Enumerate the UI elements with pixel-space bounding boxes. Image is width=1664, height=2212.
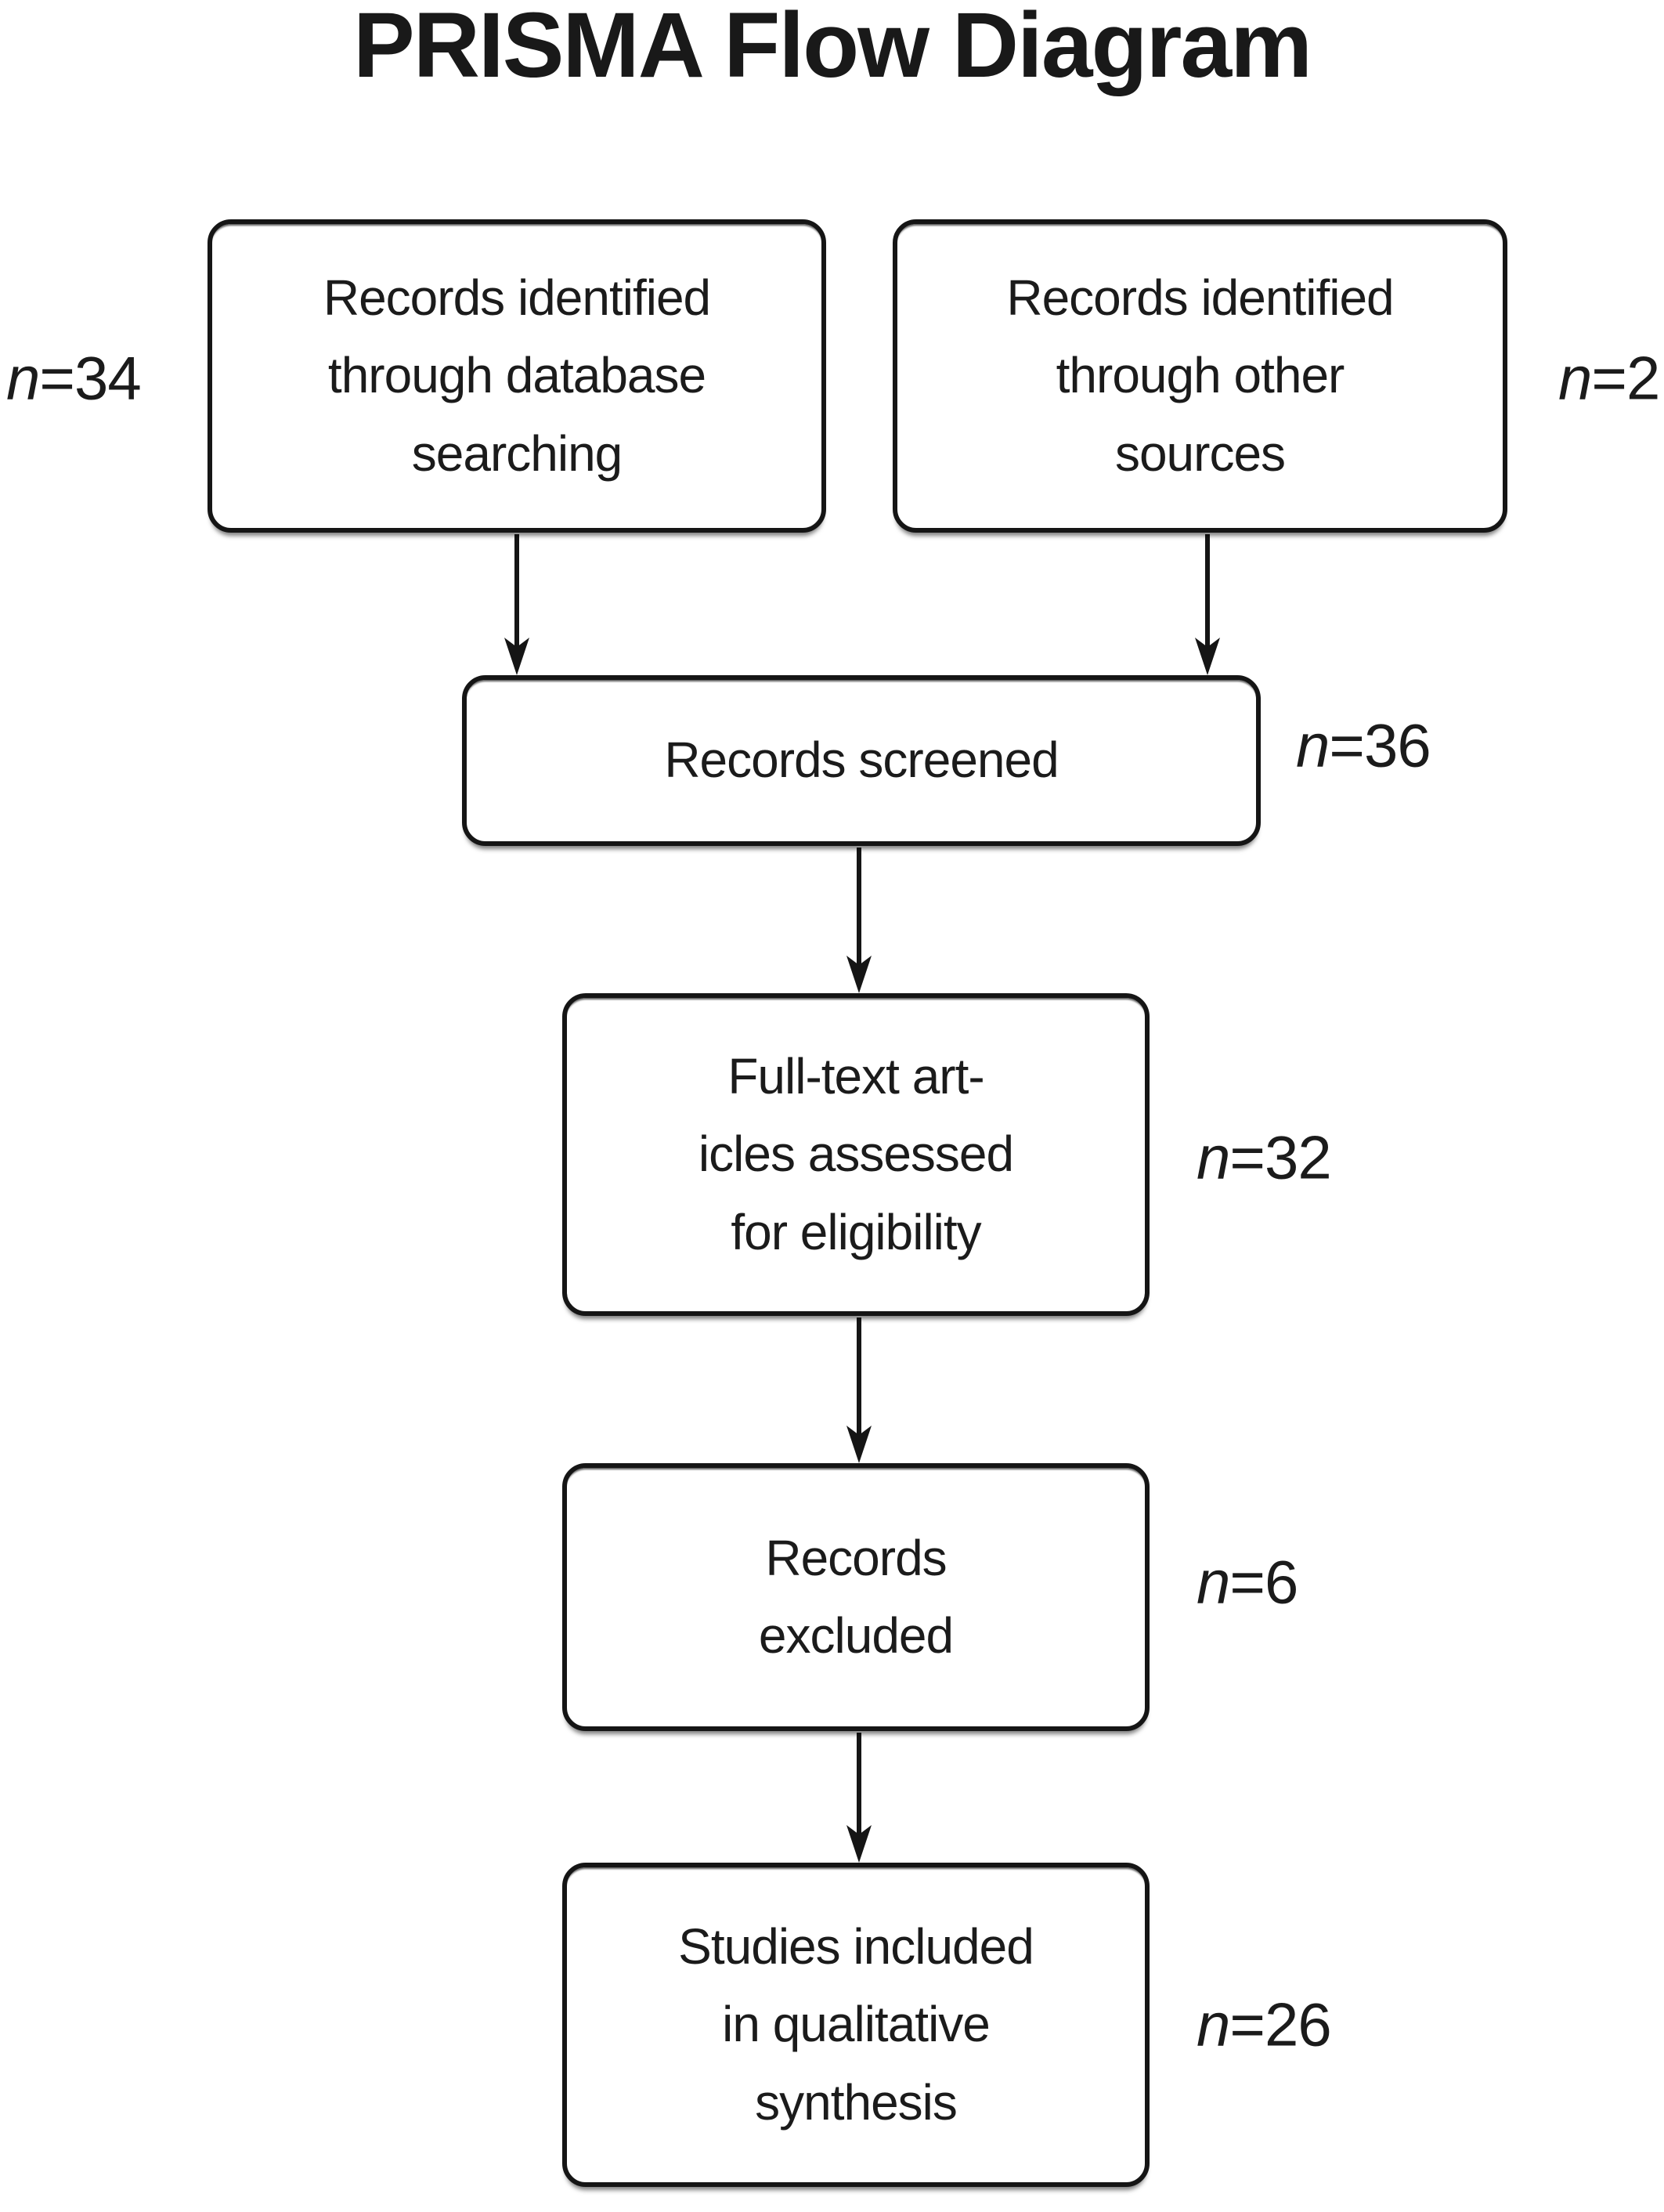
count-value: =34: [39, 343, 141, 413]
node-label: Full-text art- icles assessed for eligib…: [698, 1048, 1014, 1260]
node-label: Records identified through other sources: [1006, 269, 1394, 482]
count-value: =36: [1329, 710, 1431, 780]
count-label-records-screened: n=36: [1296, 710, 1431, 782]
flow-arrow: [504, 534, 529, 675]
flow-arrow: [1195, 534, 1220, 675]
flow-arrow: [846, 1317, 872, 1463]
node-label: Records excluded: [758, 1529, 954, 1664]
count-variable: n: [1296, 710, 1330, 780]
flow-arrow: [846, 1733, 872, 1863]
count-variable: n: [1197, 1122, 1230, 1192]
count-variable: n: [6, 343, 40, 413]
count-variable: n: [1197, 1547, 1230, 1617]
node-records-screened: Records screened: [462, 675, 1261, 846]
node-label: Records screened: [664, 732, 1059, 789]
count-variable: n: [1558, 343, 1592, 413]
diagram-title: PRISMA Flow Diagram: [352, 0, 1312, 97]
count-label-identified-other: n=2: [1558, 343, 1660, 414]
count-label-fulltext-assessed: n=32: [1197, 1122, 1332, 1194]
count-label-records-excluded: n=6: [1197, 1547, 1298, 1618]
node-identified-other: Records identified through other sources: [893, 219, 1507, 533]
count-variable: n: [1197, 1990, 1230, 2059]
count-value: =26: [1229, 1990, 1331, 2059]
node-identified-database: Records identified through database sear…: [208, 219, 826, 533]
node-fulltext-assessed: Full-text art- icles assessed for eligib…: [562, 993, 1150, 1316]
count-value: =2: [1591, 343, 1660, 413]
count-label-studies-included: n=26: [1197, 1990, 1332, 2061]
node-records-excluded: Records excluded: [562, 1463, 1150, 1731]
count-value: =32: [1229, 1122, 1331, 1192]
node-label: Records identified through database sear…: [323, 269, 711, 482]
count-value: =6: [1229, 1547, 1298, 1617]
count-label-identified-database: n=34: [6, 343, 142, 414]
node-label: Studies included in qualitative synthesi…: [678, 1918, 1034, 2131]
node-studies-included: Studies included in qualitative synthesi…: [562, 1863, 1150, 2187]
flow-arrow: [846, 848, 872, 993]
